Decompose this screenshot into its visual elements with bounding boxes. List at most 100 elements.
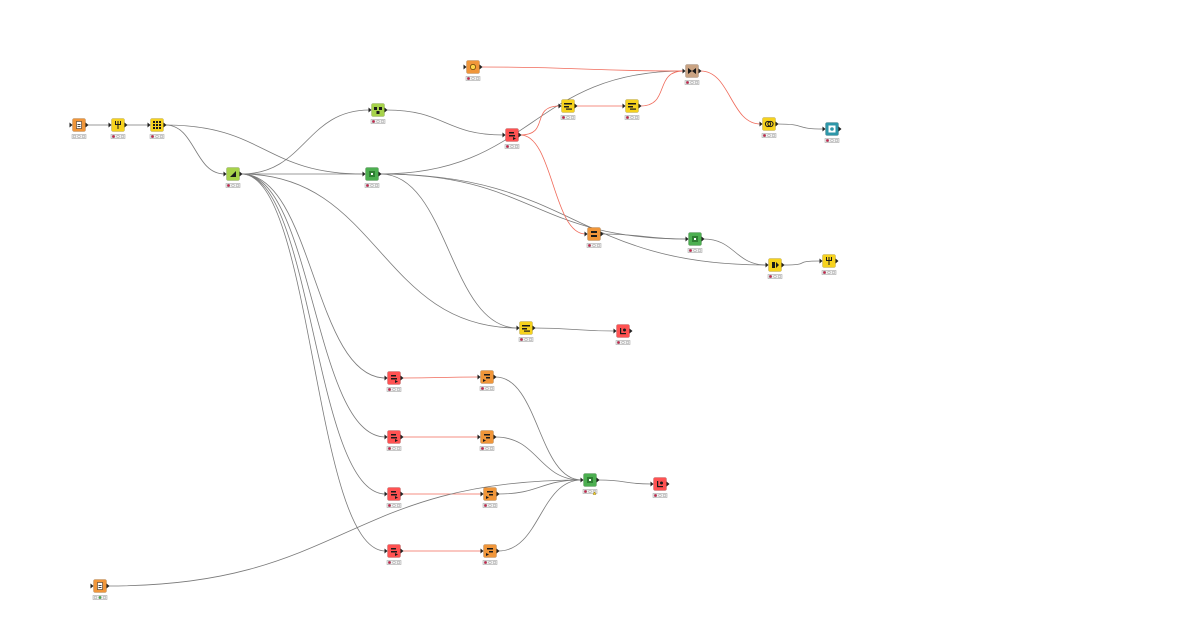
connection-variable-merge-to-joiner-right[interactable] [700, 70, 761, 125]
out-port[interactable] [493, 374, 497, 380]
connection-loop-body-d-to-predictor-bottom[interactable] [498, 479, 582, 552]
node-partition[interactable] [223, 167, 243, 188]
connection-reader-bottom-to-predictor-bottom[interactable] [108, 479, 582, 587]
out-port[interactable] [400, 491, 404, 497]
node-variable-source[interactable] [463, 60, 483, 81]
node-model-writer[interactable] [584, 227, 604, 248]
out-port[interactable] [85, 122, 89, 128]
connection-joiner-right-to-view-output[interactable] [777, 123, 824, 130]
node-loop-body-c[interactable] [480, 487, 500, 508]
node-loop-start-a[interactable] [384, 371, 404, 392]
in-port[interactable] [650, 481, 654, 487]
connection-predictor-center-to-concatenate[interactable] [380, 173, 767, 266]
in-port[interactable] [463, 64, 467, 70]
out-port[interactable] [698, 68, 702, 74]
node-column-table-1[interactable] [147, 118, 167, 139]
connection-loop-body-a-to-predictor-bottom[interactable] [495, 376, 582, 481]
node-reader-top[interactable] [69, 118, 89, 139]
out-port[interactable] [378, 171, 382, 177]
out-port[interactable] [596, 477, 600, 483]
connection-scorer-green-to-concatenate[interactable] [703, 238, 767, 266]
connection-learner-top-to-loop-start-top[interactable] [386, 109, 504, 136]
node-body[interactable] [587, 227, 601, 241]
in-port[interactable] [622, 103, 626, 109]
node-loop-start-b[interactable] [384, 430, 404, 451]
out-port[interactable] [106, 583, 110, 589]
node-loop-end-single[interactable] [613, 324, 633, 345]
connection-model-writer-to-scorer-green[interactable] [602, 233, 687, 240]
out-port[interactable] [400, 548, 404, 554]
in-port[interactable] [516, 325, 520, 331]
node-body[interactable] [653, 477, 667, 491]
node-loop-start-top[interactable] [502, 128, 522, 149]
out-port[interactable] [124, 122, 128, 128]
node-predictor-bottom[interactable] [580, 473, 600, 495]
connection-partition-to-loop-start-b[interactable] [241, 173, 386, 438]
node-loop-start-c[interactable] [384, 487, 404, 508]
connection-predictor-bottom-to-loop-end-bottom[interactable] [598, 479, 652, 485]
node-loop-body-b[interactable] [477, 430, 497, 451]
in-port[interactable] [685, 236, 689, 242]
connection-transform-yellow-to-loop-end-single[interactable] [534, 327, 615, 332]
out-port[interactable] [493, 434, 497, 440]
in-port[interactable] [90, 583, 94, 589]
in-port[interactable] [584, 231, 588, 237]
connection-variable-source-to-variable-merge[interactable] [481, 66, 684, 72]
connection-concatenate-to-filter-2[interactable] [783, 260, 821, 266]
out-port[interactable] [600, 231, 604, 237]
node-transform-yellow[interactable] [516, 321, 536, 342]
out-port[interactable] [835, 258, 839, 264]
in-port[interactable] [147, 122, 151, 128]
node-predictor-center[interactable] [362, 167, 382, 188]
out-port[interactable] [701, 236, 705, 242]
connection-partition-to-learner-top[interactable] [241, 109, 370, 175]
in-port[interactable] [819, 258, 823, 264]
out-port[interactable] [629, 328, 633, 334]
in-port[interactable] [613, 328, 617, 334]
in-port[interactable] [822, 126, 826, 132]
connection-loop-start-top-to-model-writer[interactable] [520, 134, 586, 235]
node-loop-start-d[interactable] [384, 544, 404, 565]
in-port[interactable] [384, 548, 388, 554]
connection-rule-engine-to-variable-merge[interactable] [640, 70, 684, 107]
connection-partition-to-transform-yellow[interactable] [241, 173, 518, 329]
in-port[interactable] [368, 107, 372, 113]
out-port[interactable] [400, 375, 404, 381]
in-port[interactable] [362, 171, 366, 177]
out-port[interactable] [163, 122, 167, 128]
out-port[interactable] [838, 126, 842, 132]
out-port[interactable] [518, 132, 522, 138]
out-port[interactable] [574, 103, 578, 109]
in-port[interactable] [580, 477, 584, 483]
connection-column-table-1-to-partition[interactable] [165, 124, 225, 175]
node-filter-1[interactable] [108, 118, 128, 139]
node-joiner-right[interactable] [759, 117, 779, 138]
connection-predictor-center-to-transform-yellow[interactable] [380, 173, 518, 329]
node-concatenate[interactable] [765, 258, 785, 279]
out-port[interactable] [400, 434, 404, 440]
node-loop-end-bottom[interactable] [650, 477, 670, 498]
in-port[interactable] [384, 434, 388, 440]
in-port[interactable] [502, 132, 506, 138]
node-body[interactable] [371, 103, 385, 117]
in-port[interactable] [480, 491, 484, 497]
out-port[interactable] [532, 325, 536, 331]
connection-partition-to-loop-start-a[interactable] [241, 173, 386, 379]
in-port[interactable] [682, 68, 686, 74]
node-loop-body-d[interactable] [480, 544, 500, 565]
node-rule-engine[interactable] [622, 99, 642, 120]
node-variable-merge[interactable] [682, 64, 702, 85]
node-view-output[interactable] [822, 122, 842, 143]
connection-predictor-center-to-scorer-green[interactable] [380, 173, 687, 240]
node-reader-bottom[interactable] [90, 579, 110, 600]
in-port[interactable] [108, 122, 112, 128]
in-port[interactable] [765, 262, 769, 268]
in-port[interactable] [480, 548, 484, 554]
out-port[interactable] [781, 262, 785, 268]
in-port[interactable] [223, 171, 227, 177]
out-port[interactable] [638, 103, 642, 109]
in-port[interactable] [477, 434, 481, 440]
in-port[interactable] [558, 103, 562, 109]
out-port[interactable] [384, 107, 388, 113]
